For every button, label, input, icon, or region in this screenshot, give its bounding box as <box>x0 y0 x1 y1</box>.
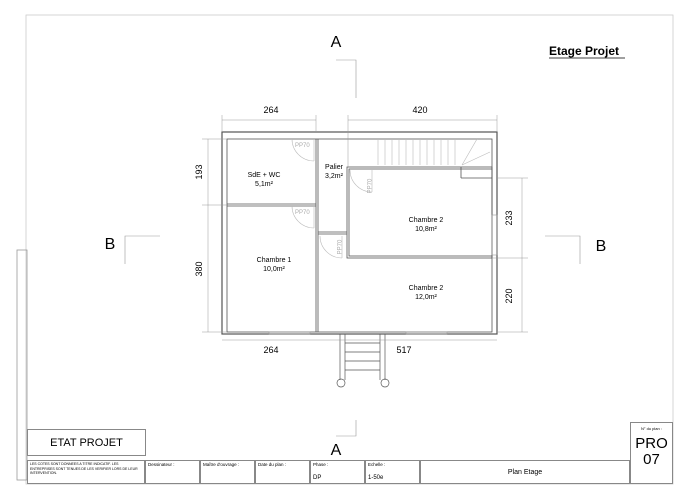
dim-top-left: 264 <box>263 105 279 115</box>
dimension-lines <box>202 115 528 341</box>
inner-wall <box>226 138 493 333</box>
drawing-title: Etage Projet <box>549 44 620 58</box>
dim-bottom-right: 517 <box>396 345 412 355</box>
phase-cell: Phase :DP <box>310 460 365 484</box>
side-strip <box>16 249 28 481</box>
door-label: PP70 <box>337 239 344 255</box>
outer-wall <box>221 131 498 335</box>
owner-cell: Maître d'ouvrage : <box>200 460 255 484</box>
section-a-bottom: A <box>330 442 342 459</box>
door-label: PP70 <box>295 210 310 216</box>
dim-top-right: 420 <box>412 105 428 115</box>
state-box: ETAT PROJET <box>27 429 146 456</box>
section-a-top: A <box>330 34 342 51</box>
windows <box>268 214 498 335</box>
section-markers <box>124 59 581 437</box>
dim-bottom-left: 264 <box>263 345 279 355</box>
plan-number-cell: N° du plan : PRO 07 <box>630 422 673 484</box>
section-b-left: B <box>104 236 116 253</box>
scale-cell: Echelle :1-50e <box>365 460 420 484</box>
date-cell: Date du plan : <box>255 460 310 484</box>
door-label: PP70 <box>367 178 374 194</box>
partitions <box>227 139 493 332</box>
external-stair <box>336 334 390 388</box>
section-b-right: B <box>595 238 607 255</box>
plan-name-cell: Plan Etage <box>420 460 630 484</box>
disclaimer-note: LES COTES SONT DONNEES A TITRE INDICATIF… <box>27 460 145 484</box>
sheet-frame <box>25 14 674 485</box>
door-label: PP70 <box>295 143 310 149</box>
dim-left-top: 193 <box>194 164 204 180</box>
door-swings <box>291 138 373 259</box>
dim-right-bottom: 220 <box>504 288 514 304</box>
dim-right-top: 233 <box>504 210 514 226</box>
dim-left-bottom: 380 <box>194 261 204 277</box>
stairs <box>377 138 491 166</box>
designer-cell: Dessinateur : <box>145 460 200 484</box>
